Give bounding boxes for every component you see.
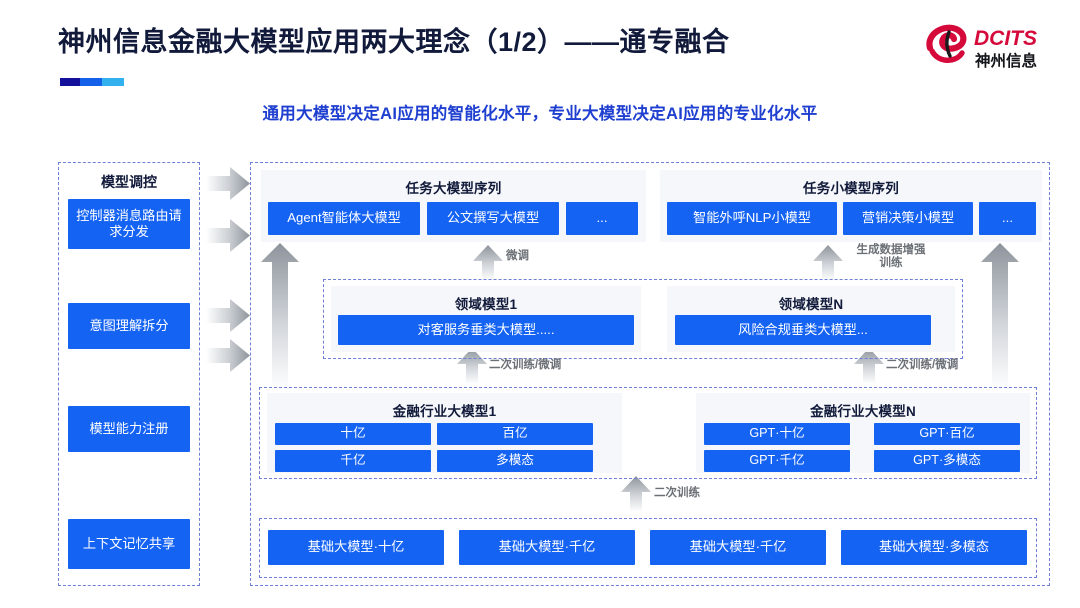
industry-panel-1-title: 金融行业大模型N	[810, 404, 916, 419]
industry-panel-1-box-3[interactable]: GPT·多模态	[874, 450, 1020, 472]
base-model-box-1[interactable]: 基础大模型·千亿	[459, 530, 635, 565]
control-item-3[interactable]: 上下文记忆共享	[68, 519, 190, 569]
control-item-0[interactable]: 控制器消息路由请求分发	[68, 199, 190, 249]
rule-segment-cyan	[102, 78, 124, 86]
industry-panel-0-box-1[interactable]: 百亿	[437, 423, 593, 445]
industry-panel-0-box-3[interactable]: 多模态	[437, 450, 593, 472]
task-small-panel-title: 任务小模型序列	[803, 181, 899, 196]
domain-panel-1-box[interactable]: 风险合规垂类大模型...	[675, 315, 931, 345]
rule-segment-navy	[60, 78, 80, 86]
industry-models-container	[259, 387, 1037, 479]
control-item-1[interactable]: 意图理解拆分	[68, 303, 190, 349]
logo-latin-text: DCITS	[974, 27, 1037, 50]
task-small-box-0[interactable]: 智能外呼NLP小模型	[667, 202, 837, 235]
label-fine-tune: 微调	[506, 250, 529, 262]
industry-panel-1-box-0[interactable]: GPT·十亿	[704, 423, 850, 445]
right-arrow-3	[206, 299, 250, 332]
page-subtitle: 通用大模型决定AI应用的智能化水平，专业大模型决定AI应用的专业化水平	[262, 105, 818, 123]
label-retrain: 二次训练	[654, 487, 700, 499]
right-arrow-4	[206, 339, 250, 372]
right-arrow-1	[206, 167, 250, 200]
industry-panel-1-box-1[interactable]: GPT·百亿	[874, 423, 1020, 445]
industry-panel-1-box-2[interactable]: GPT·千亿	[704, 450, 850, 472]
task-small-box-2[interactable]: ...	[979, 202, 1036, 235]
domain-panel-0-title: 领域模型1	[454, 297, 518, 312]
task-large-panel-title: 任务大模型序列	[405, 181, 502, 196]
base-models-container	[259, 518, 1037, 578]
base-model-box-3[interactable]: 基础大模型·多模态	[841, 530, 1027, 565]
task-small-box-1[interactable]: 营销决策小模型	[843, 202, 973, 235]
base-model-box-2[interactable]: 基础大模型·千亿	[650, 530, 826, 565]
rule-segment-blue	[80, 78, 102, 86]
logo-swirl-icon	[926, 24, 967, 63]
page-title: 神州信息金融大模型应用两大理念（1/2）——通专融合	[58, 27, 730, 57]
model-stack-container	[250, 162, 1050, 586]
domain-models-container	[323, 279, 963, 359]
industry-panel-0-box-0[interactable]: 十亿	[275, 423, 431, 445]
right-arrow-2	[206, 219, 250, 252]
control-item-2[interactable]: 模型能力注册	[68, 406, 190, 452]
domain-panel-1-title: 领域模型N	[778, 297, 844, 312]
task-large-box-1[interactable]: 公文撰写大模型	[427, 202, 559, 235]
industry-panel-0-box-2[interactable]: 千亿	[275, 450, 431, 472]
industry-panel-0-title: 金融行业大模型1	[392, 404, 497, 419]
base-model-box-0[interactable]: 基础大模型·十亿	[268, 530, 444, 565]
title-underline-rule	[60, 78, 124, 86]
dcits-logo: DCITS 神州信息	[922, 18, 1062, 76]
logo-cn-text: 神州信息	[975, 51, 1038, 70]
task-large-box-0[interactable]: Agent智能体大模型	[268, 202, 420, 235]
label-data-aug-train: 生成数据增强 训练	[856, 244, 926, 270]
label-retrain-tune-left: 二次训练/微调	[489, 359, 562, 371]
domain-panel-0-box[interactable]: 对客服务垂类大模型.....	[338, 315, 634, 345]
label-retrain-tune-right: 二次训练/微调	[886, 359, 959, 371]
model-control-title: 模型调控	[101, 174, 157, 190]
model-control-container	[58, 162, 200, 586]
task-large-box-2[interactable]: ...	[566, 202, 638, 235]
